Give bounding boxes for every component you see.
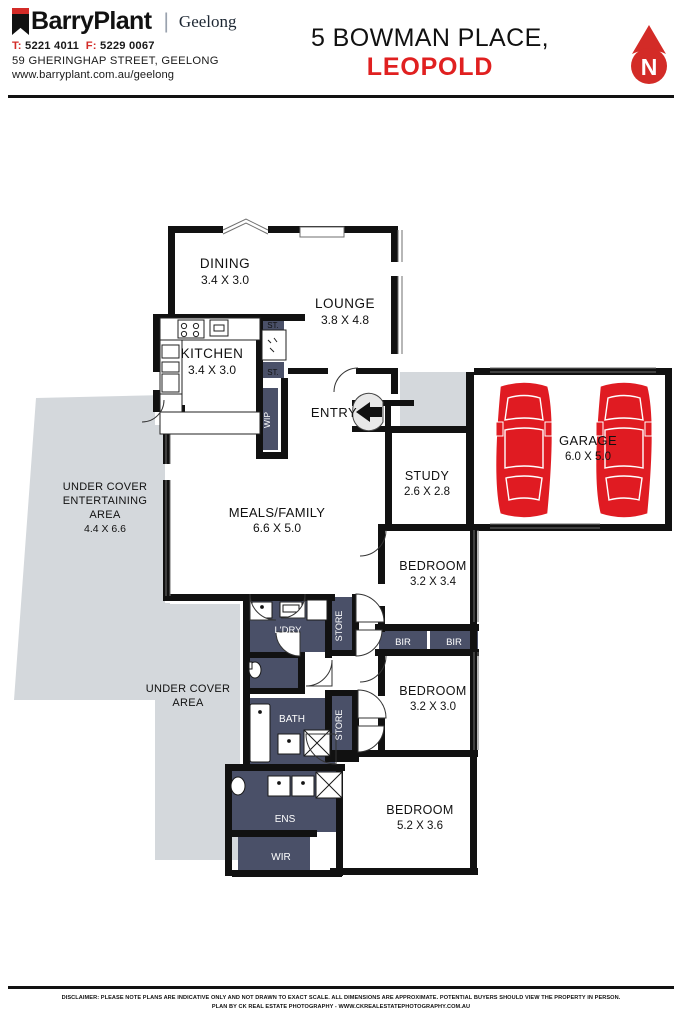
outdoor-label-entertaining-3: AREA bbox=[89, 509, 121, 521]
bathtub-icon bbox=[249, 703, 271, 763]
property-suburb: LEOPOLD bbox=[366, 53, 494, 81]
north-arrow-icon: N bbox=[631, 25, 667, 84]
contact-block: T: 5221 4011 F: 5229 0067 59 GHERINGHAP … bbox=[12, 39, 237, 83]
property-title: 5 BOWMAN PLACE, LEOPOLD bbox=[250, 24, 610, 82]
under-cover-entertaining-shape bbox=[14, 395, 165, 700]
page-footer: DISCLAIMER: PLEASE NOTE PLANS ARE INDICA… bbox=[0, 994, 682, 1012]
under-cover-area-shape bbox=[155, 603, 240, 860]
phone-label: T: bbox=[12, 40, 22, 52]
label-st-bottom: ST. bbox=[267, 368, 279, 377]
room-label-entry: ENTRY bbox=[311, 405, 357, 420]
wet-fixtures bbox=[230, 599, 343, 799]
room-label-bedroom-1: BEDROOM bbox=[386, 803, 453, 817]
label-bath: BATH bbox=[279, 714, 305, 725]
header-divider bbox=[8, 95, 674, 98]
bir-left-fill bbox=[379, 629, 427, 651]
windows bbox=[165, 218, 656, 750]
label-bir-right: BIR bbox=[446, 637, 462, 648]
floor-plan: DINING 3.4 X 3.0 LOUNGE 3.8 X 4.8 KITCHE… bbox=[0, 100, 682, 980]
label-store-upper: STORE bbox=[334, 611, 344, 642]
label-wir: WIR bbox=[271, 852, 290, 863]
room-dims-meals: 6.6 X 5.0 bbox=[253, 521, 301, 535]
label-wip: WIP bbox=[262, 412, 272, 428]
fax-label: F: bbox=[85, 40, 97, 52]
store-lower-fill bbox=[329, 694, 355, 756]
contact-phone-line: T: 5221 4011 F: 5229 0067 bbox=[12, 39, 237, 54]
phone-number: 5221 4011 bbox=[25, 40, 80, 52]
entry-direction-arrow bbox=[352, 392, 384, 432]
room-dims-kitchen: 3.4 X 3.0 bbox=[188, 363, 236, 377]
store-upper-fill bbox=[329, 597, 355, 655]
room-dims-garage: 6.0 X 5.0 bbox=[565, 451, 611, 463]
brand-branch: Geelong bbox=[178, 12, 237, 31]
property-street: 5 BOWMAN PLACE, bbox=[311, 24, 549, 52]
st-bottom-fill bbox=[262, 362, 284, 378]
room-label-kitchen: KITCHEN bbox=[181, 346, 244, 361]
brand-title-row: BarryPlant | Geelong bbox=[12, 8, 237, 35]
room-label-bedroom-2: BEDROOM bbox=[399, 559, 466, 573]
disclaimer-line-1: DISCLAIMER: PLEASE NOTE PLANS ARE INDICA… bbox=[61, 995, 621, 1001]
entry-porch-shape bbox=[390, 372, 470, 430]
car-right-icon bbox=[594, 381, 654, 519]
footer-divider bbox=[8, 986, 674, 989]
room-dims-bedroom-1: 5.2 X 3.6 bbox=[397, 820, 443, 832]
wip-fill bbox=[262, 388, 278, 450]
cooktop-icon bbox=[177, 319, 205, 339]
room-label-lounge: LOUNGE bbox=[315, 296, 375, 311]
room-label-garage: GARAGE bbox=[559, 433, 617, 448]
room-label-study: STUDY bbox=[405, 469, 450, 483]
pantry-shelf bbox=[261, 329, 287, 361]
label-ens: ENS bbox=[275, 814, 296, 825]
room-dims-bedroom-3: 3.2 X 3.0 bbox=[410, 701, 456, 713]
office-address: 59 GHERINGHAP STREET, GEELONG bbox=[12, 54, 219, 67]
outdoor-label-entertaining-2: ENTERTAINING bbox=[63, 495, 147, 507]
brand-separator: | bbox=[163, 10, 169, 33]
room-label-dining: DINING bbox=[200, 256, 250, 271]
floor-plan-drawing: DINING 3.4 X 3.0 LOUNGE 3.8 X 4.8 KITCHE… bbox=[14, 218, 672, 877]
brand-name: BarryPlant bbox=[31, 7, 152, 35]
label-bir-left: BIR bbox=[395, 637, 411, 648]
fax-number: 5229 0067 bbox=[100, 40, 155, 52]
outdoor-label-entertaining-1: UNDER COVER bbox=[63, 481, 148, 493]
room-dims-study: 2.6 X 2.8 bbox=[404, 486, 450, 498]
wir-fill bbox=[238, 835, 310, 875]
outdoor-dims-entertaining: 4.4 X 6.6 bbox=[84, 523, 126, 535]
label-laundry: L'DRY bbox=[275, 625, 303, 636]
ens-toilet-icon bbox=[230, 776, 246, 796]
ens-vanity-left-icon bbox=[267, 775, 291, 797]
disclaimer-line-2: PLAN BY CK REAL ESTATE PHOTOGRAPHY - WWW… bbox=[211, 1004, 471, 1010]
car-left-icon bbox=[494, 381, 554, 519]
page-header: BarryPlant | Geelong T: 5221 4011 F: 522… bbox=[0, 0, 682, 98]
ens-vanity-right-icon bbox=[291, 775, 315, 797]
outdoor-label-undercover-1: UNDER COVER bbox=[146, 683, 231, 695]
sink-icon bbox=[161, 344, 180, 359]
room-dims-lounge: 3.8 X 4.8 bbox=[321, 313, 369, 327]
bir-right-fill bbox=[430, 629, 478, 651]
label-st-top: ST. bbox=[267, 321, 279, 330]
outdoor-label-undercover-2: AREA bbox=[172, 697, 204, 709]
room-dims-dining: 3.4 X 3.0 bbox=[201, 273, 249, 287]
room-label-bedroom-3: BEDROOM bbox=[399, 684, 466, 698]
outdoor-areas bbox=[14, 372, 470, 860]
brand-block: BarryPlant | Geelong T: 5221 4011 F: 522… bbox=[12, 8, 237, 83]
room-label-meals: MEALS/FAMILY bbox=[229, 505, 326, 520]
label-store-lower: STORE bbox=[334, 710, 344, 741]
compass-label: N bbox=[641, 54, 658, 80]
garage-cars bbox=[494, 381, 654, 519]
kitchen-fixtures bbox=[159, 317, 287, 435]
door-swings bbox=[141, 367, 387, 765]
bath-vanity-icon bbox=[277, 733, 301, 755]
bookmark-logo-icon bbox=[12, 8, 29, 35]
office-website[interactable]: www.barryplant.com.au/geelong bbox=[12, 69, 175, 81]
room-dims-bedroom-2: 3.2 X 3.4 bbox=[410, 576, 457, 588]
